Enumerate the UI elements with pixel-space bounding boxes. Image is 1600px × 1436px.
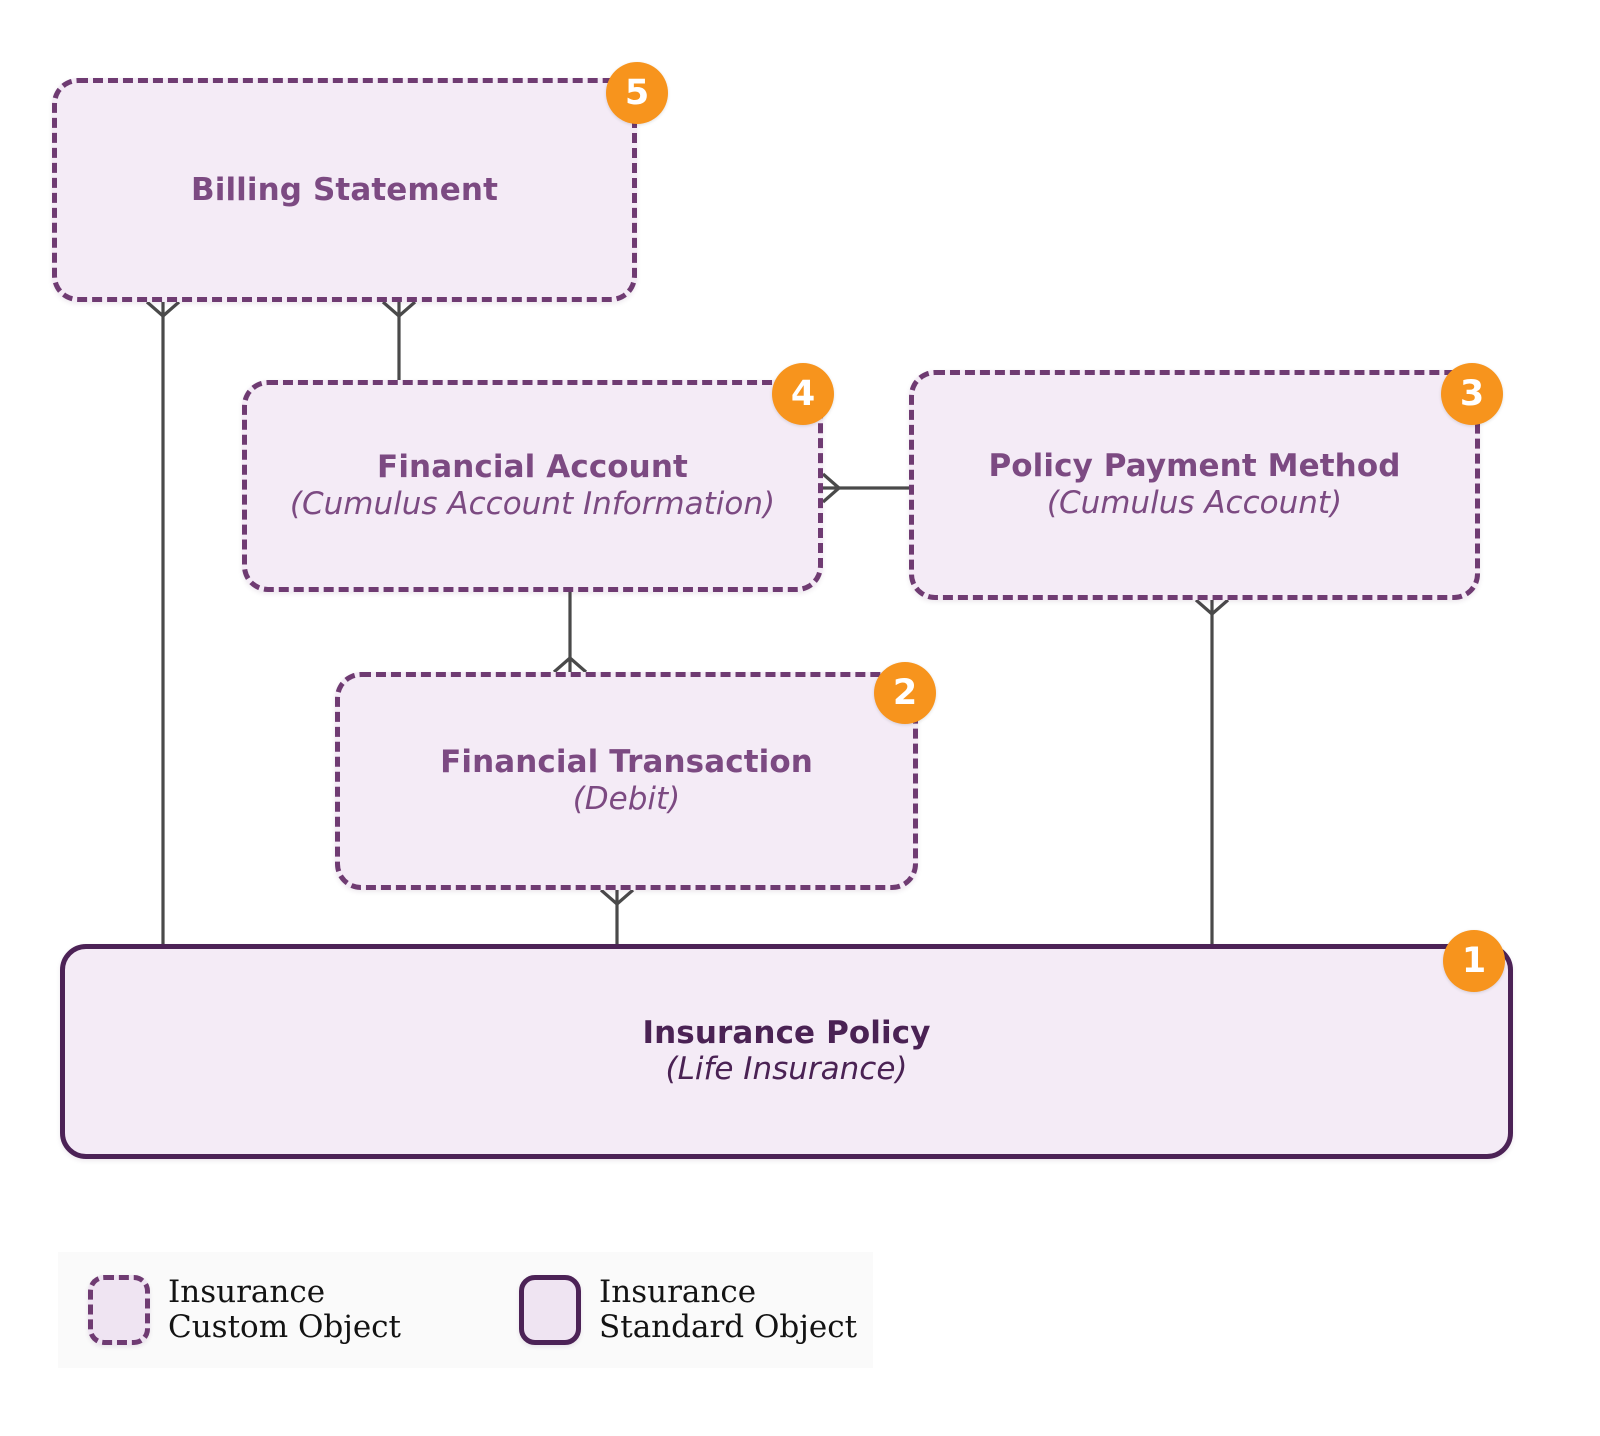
standard-object-swatch-icon (519, 1275, 581, 1345)
legend: Insurance Custom Object Insurance Standa… (58, 1252, 873, 1368)
node-title: Financial Transaction (440, 744, 813, 781)
connector-policy-payment-method-to-financial-account (821, 472, 909, 504)
node-title: Billing Statement (190, 171, 498, 208)
legend-label: Insurance Standard Object (599, 1274, 858, 1345)
node-title: Insurance Policy (642, 1014, 931, 1051)
connector-financial-account-to-billing-statement (381, 300, 417, 380)
node-subtitle: (Debit) (572, 780, 681, 817)
node-subtitle: (Cumulus Account Information) (289, 485, 776, 522)
node-financial-transaction[interactable]: Financial Transaction (Debit) (335, 672, 918, 890)
connector-policy-to-policy-payment-method (1194, 598, 1230, 944)
node-subtitle: (Cumulus Account) (1046, 484, 1343, 521)
badge-billing-statement: 5 (606, 62, 668, 124)
legend-label: Insurance Custom Object (168, 1274, 401, 1345)
node-insurance-policy[interactable]: Insurance Policy (Life Insurance) (60, 944, 1513, 1159)
legend-item-custom-object: Insurance Custom Object (88, 1275, 401, 1345)
badge-financial-account: 4 (772, 363, 834, 425)
node-policy-payment-method[interactable]: Policy Payment Method (Cumulus Account) (909, 370, 1480, 600)
node-title: Policy Payment Method (988, 448, 1401, 485)
legend-item-standard-object: Insurance Standard Object (519, 1275, 857, 1345)
connector-policy-to-financial-transaction (599, 888, 635, 944)
badge-financial-transaction: 2 (874, 662, 936, 724)
node-financial-account[interactable]: Financial Account (Cumulus Account Infor… (242, 380, 823, 592)
node-subtitle: (Life Insurance) (665, 1051, 908, 1088)
connector-financial-transaction-to-financial-account (552, 592, 588, 674)
badge-policy-payment-method: 3 (1441, 363, 1503, 425)
badge-insurance-policy: 1 (1443, 930, 1505, 992)
custom-object-swatch-icon (88, 1275, 150, 1345)
node-title: Financial Account (377, 449, 688, 486)
connector-policy-to-billing-statement (145, 300, 181, 944)
node-billing-statement[interactable]: Billing Statement (52, 78, 637, 302)
